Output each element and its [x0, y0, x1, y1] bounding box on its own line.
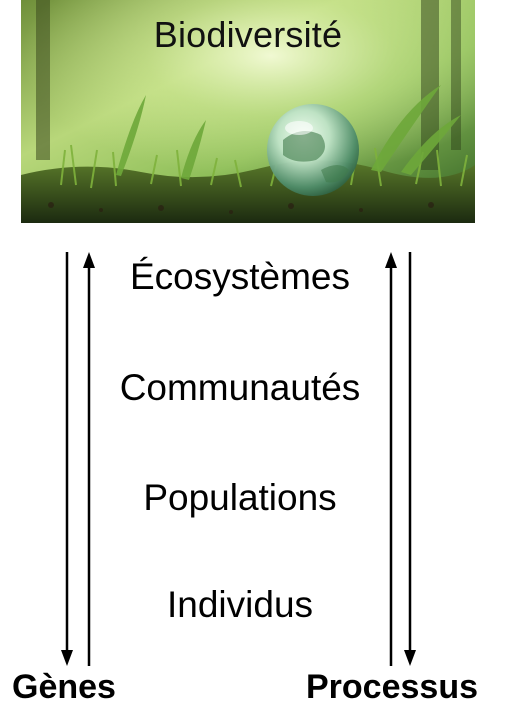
label-processus: Processus — [306, 668, 478, 706]
right-down-arrow — [404, 252, 416, 666]
left-down-arrow — [61, 252, 73, 666]
label-genes: Gènes — [12, 668, 116, 706]
level-populations: Populations — [143, 477, 337, 518]
level-ecosystemes: Écosystèmes — [129, 256, 350, 297]
banner-title: Biodiversité — [153, 14, 343, 55]
level-communautes: Communautés — [119, 367, 361, 408]
level-individus: Individus — [166, 584, 314, 625]
biodiversity-banner: Biodiversité — [21, 0, 475, 223]
forest-globe-image — [21, 0, 475, 223]
